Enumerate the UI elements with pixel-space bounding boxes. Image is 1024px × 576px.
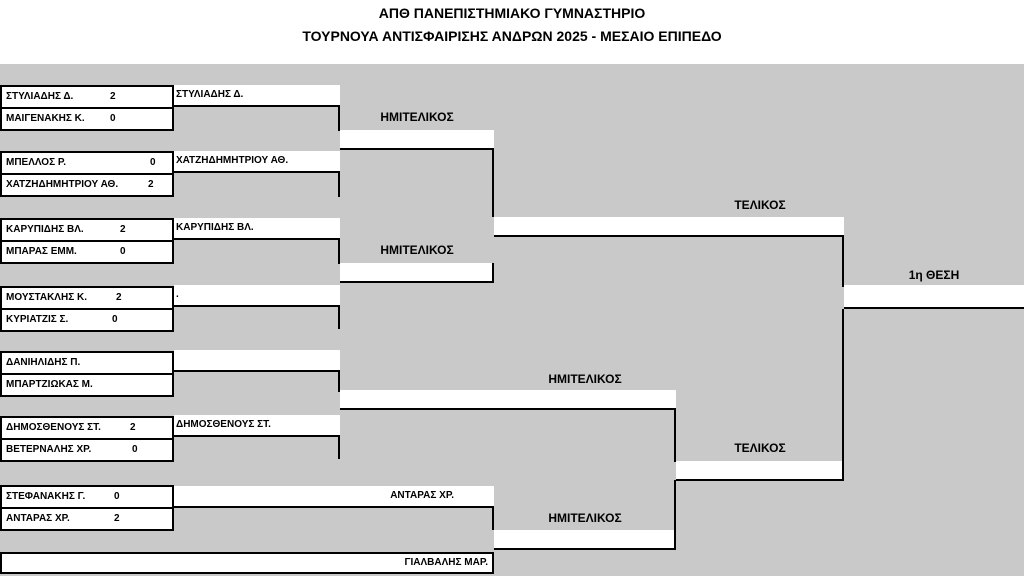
bracket-connector [842,237,844,287]
bracket-connector [0,552,494,554]
winner-cell: ΣΤΥΛΙΑΔΗΣ Δ. [174,85,340,107]
header-title-line1: ΑΠΘ ΠΑΝΕΠΙΣΤΗΜΙΑΚΟ ΓΥΜΝΑΣΤΗΡΙΟ [378,5,646,21]
final-label: ΤΕΛΙΚΟΣ [734,198,786,212]
final-label: ΤΕΛΙΚΟΣ [734,441,786,455]
winner-name: ΓΙΑΛΒΑΛΗΣ ΜΑΡ. [404,557,488,568]
player-name: ΚΥΡΙΑΤΖΙΣ Σ. [6,314,69,325]
player-score: 2 [130,422,136,433]
player-score: 2 [114,513,120,524]
player-score: 0 [114,491,120,502]
player-name: ΣΤΕΦΑΝΑΚΗΣ Γ. [6,491,86,502]
winner-name: ΧΑΤΖΗΔΗΜΗΤΡΙΟΥ ΑΘ. [176,155,289,166]
player-cell: ΑΝΤΑΡΑΣ ΧΡ. 2 [0,507,174,531]
player-name: ΜΟΥΣΤΑΚΛΗΣ Κ. [6,292,87,303]
player-name: ΧΑΤΖΗΔΗΜΗΤΡΙΟΥ ΑΘ. [6,179,119,190]
player-name: ΣΤΥΛΙΑΔΗΣ Δ. [6,91,74,102]
bracket-connector [338,240,340,264]
semifinal-slot [340,263,494,283]
bracket-connector [492,150,494,217]
winner-name: . [176,289,179,300]
player-cell: ΜΠΕΛΛΟΣ Ρ. 0 [0,151,174,175]
winner-cell: ΚΑΡΥΠΙΔΗΣ ΒΛ. [174,218,340,240]
semifinal-label: ΗΜΙΤΕΛΙΚΟΣ [548,511,622,525]
player-cell: ΜΠΑΡΤΖΙΩΚΑΣ Μ. [0,373,174,397]
bracket-connector [338,437,340,459]
bracket-connector [338,307,340,329]
final-slot [494,217,844,237]
champion-slot [844,285,1024,309]
bracket-connector [492,508,494,530]
bracket-connector [674,410,676,462]
bracket-connector [842,309,844,481]
player-score: 2 [148,179,154,190]
winner-name: ΔΗΜΟΣΘΕΝΟΥΣ ΣΤ. [176,419,271,430]
bracket-connector [338,372,340,392]
semifinal-slot [340,390,676,410]
player-name: ΚΑΡΥΠΙΔΗΣ ΒΛ. [6,224,84,235]
player-cell: ΣΤΕΦΑΝΑΚΗΣ Γ. 0 [0,485,174,509]
player-name: ΜΠΕΛΛΟΣ Ρ. [6,157,67,168]
winner-cell: ΧΑΤΖΗΔΗΜΗΤΡΙΟΥ ΑΘ. [174,151,340,173]
player-score: 0 [120,246,126,257]
header-title-line2: ΤΟΥΡΝΟΥΑ ΑΝΤΙΣΦΑΙΡΙΣΗΣ ΑΝΔΡΩΝ 2025 - ΜΕΣ… [302,28,722,44]
winner-cell: ΑΝΤΑΡΑΣ ΧΡ. [174,486,494,508]
semifinal-label: ΗΜΙΤΕΛΙΚΟΣ [380,110,454,124]
player-cell: ΜΑΙΓΕΝΑΚΗΣ Κ. 0 [0,107,174,131]
player-score: 0 [110,113,116,124]
header: ΑΠΘ ΠΑΝΕΠΙΣΤΗΜΙΑΚΟ ΓΥΜΝΑΣΤΗΡΙΟ ΤΟΥΡΝΟΥΑ … [0,0,1024,62]
final-slot [676,461,844,481]
bracket-connector [492,263,494,283]
player-score: 2 [110,91,116,102]
player-cell: ΓΙΑΛΒΑΛΗΣ ΜΑΡ. [0,552,494,574]
winner-name: ΑΝΤΑΡΑΣ ΧΡ. [390,490,454,501]
player-name: ΔΗΜΟΣΘΕΝΟΥΣ ΣΤ. [6,422,101,433]
player-cell: ΒΕΤΕΡΝΑΛΗΣ ΧΡ. 0 [0,438,174,462]
bracket-connector [338,107,340,131]
player-name: ΜΠΑΡΑΣ ΕΜΜ. [6,246,77,257]
player-score: 2 [120,224,126,235]
player-cell: ΜΠΑΡΑΣ ΕΜΜ. 0 [0,240,174,264]
winner-name: ΚΑΡΥΠΙΔΗΣ ΒΛ. [176,222,254,233]
first-place-label: 1η ΘΕΣΗ [908,268,960,282]
player-cell: ΔΗΜΟΣΘΕΝΟΥΣ ΣΤ. 2 [0,416,174,440]
semifinal-label: ΗΜΙΤΕΛΙΚΟΣ [548,372,622,386]
player-name: ΒΕΤΕΡΝΑΛΗΣ ΧΡ. [6,444,92,455]
semifinal-slot [340,130,494,150]
bracket-connector [338,173,340,197]
player-cell: ΜΟΥΣΤΑΚΛΗΣ Κ. 2 [0,286,174,310]
player-score: 0 [132,444,138,455]
player-name: ΜΑΙΓΕΝΑΚΗΣ Κ. [6,113,85,124]
player-score: 0 [112,314,118,325]
player-name: ΔΑΝΙΗΛΙΔΗΣ Π. [6,357,81,368]
winner-name: ΣΤΥΛΙΑΔΗΣ Δ. [176,89,244,100]
semifinal-label: ΗΜΙΤΕΛΙΚΟΣ [380,243,454,257]
bracket-connector [674,480,676,550]
player-name: ΜΠΑΡΤΖΙΩΚΑΣ Μ. [6,379,93,390]
winner-cell: ΔΗΜΟΣΘΕΝΟΥΣ ΣΤ. [174,415,340,437]
winner-cell: . [174,285,340,307]
player-cell: ΔΑΝΙΗΛΙΔΗΣ Π. [0,351,174,375]
player-cell: ΚΥΡΙΑΤΖΙΣ Σ. 0 [0,308,174,332]
semifinal-slot [494,530,676,550]
player-cell: ΚΑΡΥΠΙΔΗΣ ΒΛ. 2 [0,218,174,242]
player-name: ΑΝΤΑΡΑΣ ΧΡ. [6,513,70,524]
winner-cell [174,350,340,372]
player-cell: ΧΑΤΖΗΔΗΜΗΤΡΙΟΥ ΑΘ. 2 [0,173,174,197]
player-cell: ΣΤΥΛΙΑΔΗΣ Δ. 2 [0,85,174,109]
player-score: 0 [150,157,156,168]
player-score: 2 [116,292,122,303]
